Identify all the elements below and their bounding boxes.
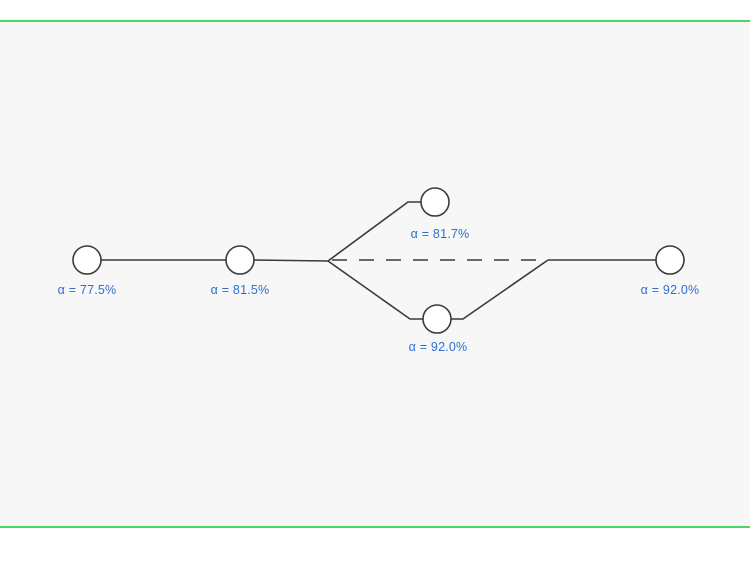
node-label-n5: α = 92.0%	[640, 283, 700, 297]
edges-layer	[101, 201, 656, 320]
graph-edge-e3	[327, 201, 421, 262]
node-label-n1: α = 77.5%	[57, 283, 117, 297]
graph-node-n1[interactable]	[72, 245, 102, 275]
node-label-n4: α = 92.0%	[408, 340, 468, 354]
node-label-n2: α = 81.5%	[210, 283, 270, 297]
nodes-layer	[72, 187, 685, 334]
graph-edge-e4	[327, 260, 423, 320]
highlight-band	[0, 20, 750, 528]
node-label-n3: α = 81.7%	[410, 227, 470, 241]
graph-edge-e6	[451, 259, 549, 320]
graph-node-n4[interactable]	[422, 304, 452, 334]
graph-node-n2[interactable]	[225, 245, 255, 275]
graph-node-n5[interactable]	[655, 245, 685, 275]
graph-edge-e2	[253, 259, 329, 262]
graph-node-n3[interactable]	[420, 187, 450, 217]
